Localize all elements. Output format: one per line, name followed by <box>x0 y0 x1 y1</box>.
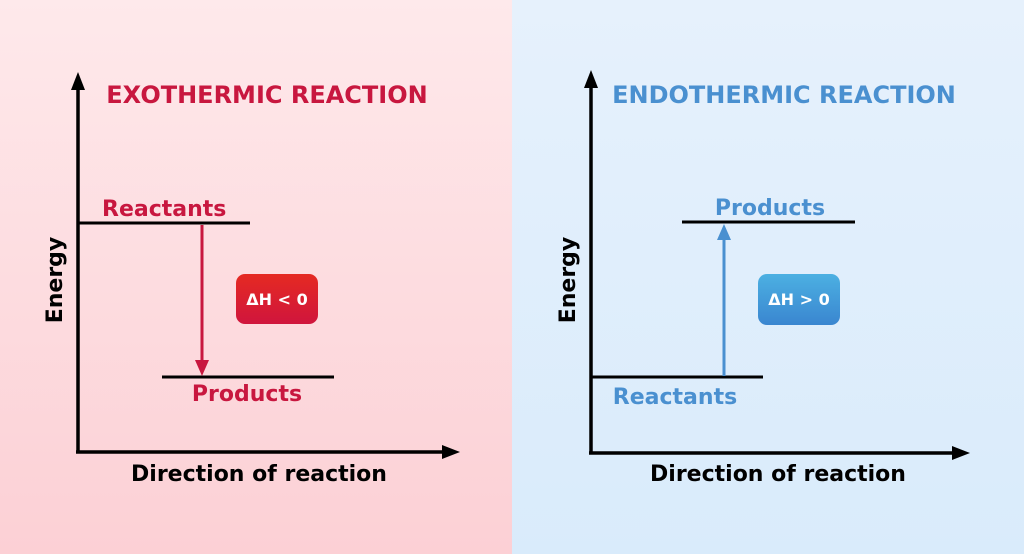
up-arrowhead <box>717 224 731 240</box>
y-axis-label: Energy <box>43 237 68 324</box>
delta-h-badge <box>758 274 840 325</box>
endothermic-diagram: ENDOTHERMIC REACTION Energy Direction of… <box>556 70 970 487</box>
x-axis-arrowhead <box>442 445 460 459</box>
products-label: Products <box>192 382 302 407</box>
y-axis-label: Energy <box>556 237 581 324</box>
y-axis-arrowhead <box>71 72 85 90</box>
x-axis-arrowhead <box>952 446 970 460</box>
y-axis-arrowhead <box>584 70 598 88</box>
delta-h-text: ΔH > 0 <box>768 290 829 309</box>
down-arrowhead <box>195 360 209 376</box>
reactants-label: Reactants <box>102 197 226 222</box>
endothermic-title: ENDOTHERMIC REACTION <box>612 81 956 109</box>
products-label: Products <box>715 196 825 221</box>
x-axis-label: Direction of reaction <box>131 462 387 487</box>
exothermic-diagram: EXOTHERMIC REACTION Energy Direction of … <box>43 72 460 487</box>
reactants-label: Reactants <box>613 385 737 410</box>
x-axis-label: Direction of reaction <box>650 462 906 487</box>
delta-h-text: ΔH < 0 <box>246 290 307 309</box>
exothermic-title: EXOTHERMIC REACTION <box>106 81 427 109</box>
delta-h-badge <box>236 274 318 324</box>
